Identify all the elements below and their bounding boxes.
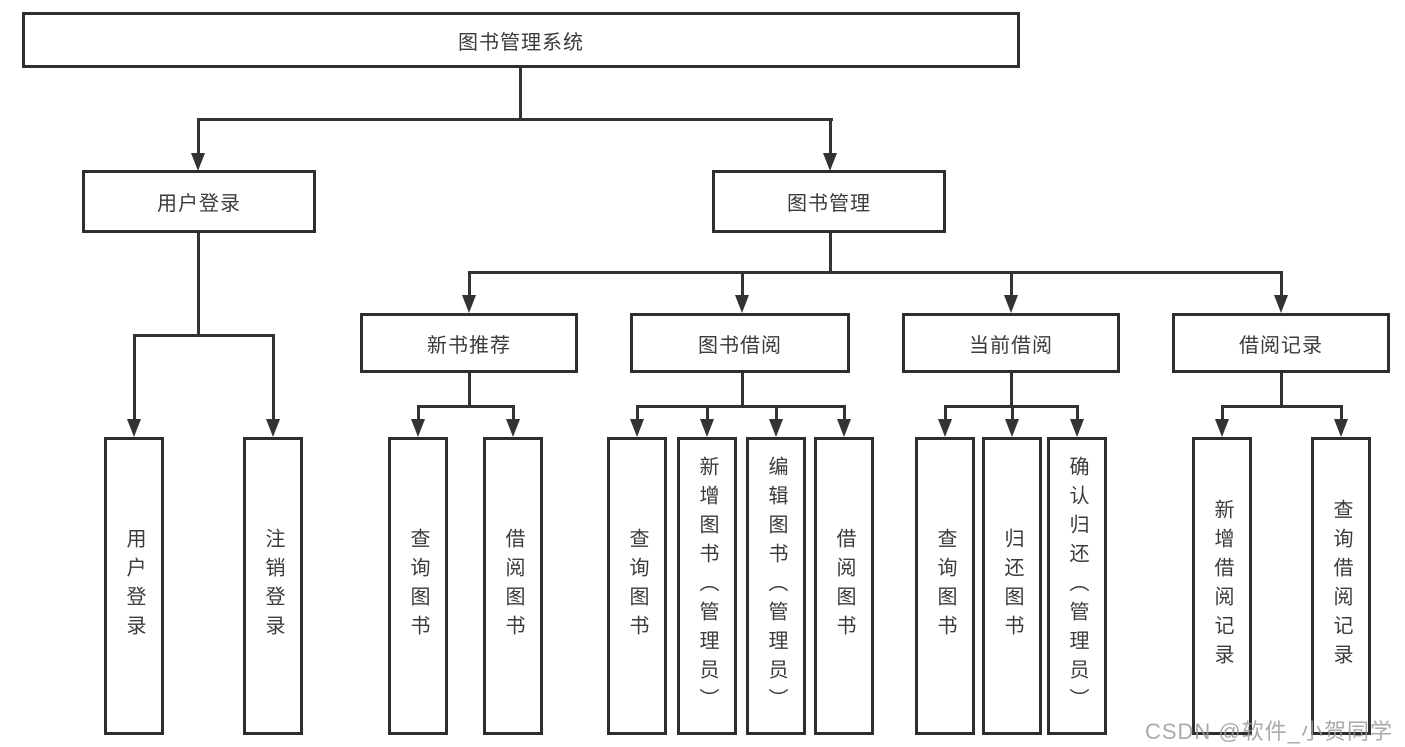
connector-root-stub [519, 66, 522, 120]
leaf-logout: 注销登录 [243, 437, 303, 735]
connector-borrow-records-stub [1280, 373, 1283, 407]
arrowhead-down-icon [837, 419, 851, 437]
arrowhead-down-icon [735, 295, 749, 313]
connector-book-borrow-stub [741, 373, 744, 407]
connector-drop-user-login [197, 118, 200, 155]
arrowhead-down-icon [266, 419, 280, 437]
leaf-query-books-borrow: 查询图书 [607, 437, 667, 735]
connector-drop [843, 405, 846, 421]
arrowhead-down-icon [1070, 419, 1084, 437]
connector-user-login-bar [133, 334, 275, 337]
node-borrow-records: 借阅记录 [1172, 313, 1390, 373]
connector-drop-current-borrow [1010, 271, 1013, 297]
connector-drop [706, 405, 709, 421]
arrowhead-down-icon [630, 419, 644, 437]
arrowhead-down-icon [938, 419, 952, 437]
connector-drop-book-borrow [741, 271, 744, 297]
node-user-login: 用户登录 [82, 170, 316, 233]
arrowhead-down-icon [823, 153, 837, 171]
leaf-add-borrow-record: 新增借阅记录 [1192, 437, 1252, 735]
connector-drop [417, 405, 420, 421]
connector-drop-logout-leaf [272, 334, 275, 419]
leaf-query-books-current: 查询图书 [915, 437, 975, 735]
leaf-confirm-return-admin: 确认归还（管理员） [1047, 437, 1107, 735]
connector-drop-new-book [468, 271, 471, 297]
connector-drop [636, 405, 639, 421]
connector-book-management-stub [829, 233, 832, 273]
connector-drop-login-leaf [133, 334, 136, 419]
connector-borrow-records-bar [1221, 405, 1342, 408]
arrowhead-down-icon [1215, 419, 1229, 437]
arrowhead-down-icon [1005, 419, 1019, 437]
connector-user-login-stub [197, 233, 200, 336]
connector-drop [775, 405, 778, 421]
arrowhead-down-icon [462, 295, 476, 313]
leaf-return-books: 归还图书 [982, 437, 1042, 735]
connector-book-management-bar [468, 271, 1283, 274]
arrowhead-down-icon [191, 153, 205, 171]
leaf-query-books-recommend: 查询图书 [388, 437, 448, 735]
arrowhead-down-icon [1004, 295, 1018, 313]
connector-drop [1076, 405, 1079, 421]
connector-drop-borrow-records [1280, 271, 1283, 297]
node-library-management-system: 图书管理系统 [22, 12, 1020, 68]
connector-new-book-bar [417, 405, 515, 408]
node-book-management: 图书管理 [712, 170, 946, 233]
csdn-watermark: CSDN @软件_小贺同学 [1144, 719, 1393, 744]
node-new-book-recommend: 新书推荐 [360, 313, 578, 373]
leaf-edit-books-admin: 编辑图书（管理员） [746, 437, 806, 735]
connector-drop [1221, 405, 1224, 421]
arrowhead-down-icon [506, 419, 520, 437]
connector-book-borrow-bar [636, 405, 846, 408]
connector-new-book-stub [468, 373, 471, 407]
arrowhead-down-icon [769, 419, 783, 437]
connector-root-bar [197, 118, 833, 121]
arrowhead-down-icon [1334, 419, 1348, 437]
connector-drop [512, 405, 515, 421]
leaf-borrow-books: 借阅图书 [814, 437, 874, 735]
arrowhead-down-icon [127, 419, 141, 437]
arrowhead-down-icon [411, 419, 425, 437]
leaf-borrow-books-recommend: 借阅图书 [483, 437, 543, 735]
connector-drop-book-management [829, 118, 832, 155]
leaf-query-borrow-record: 查询借阅记录 [1311, 437, 1371, 735]
arrowhead-down-icon [700, 419, 714, 437]
connector-current-borrow-stub [1010, 373, 1013, 407]
connector-drop [944, 405, 947, 421]
node-book-borrow: 图书借阅 [630, 313, 850, 373]
leaf-user-login: 用户登录 [104, 437, 164, 735]
connector-drop [1011, 405, 1014, 421]
arrowhead-down-icon [1274, 295, 1288, 313]
node-current-borrow: 当前借阅 [902, 313, 1120, 373]
leaf-add-books-admin: 新增图书（管理员） [677, 437, 737, 735]
connector-drop [1340, 405, 1343, 421]
